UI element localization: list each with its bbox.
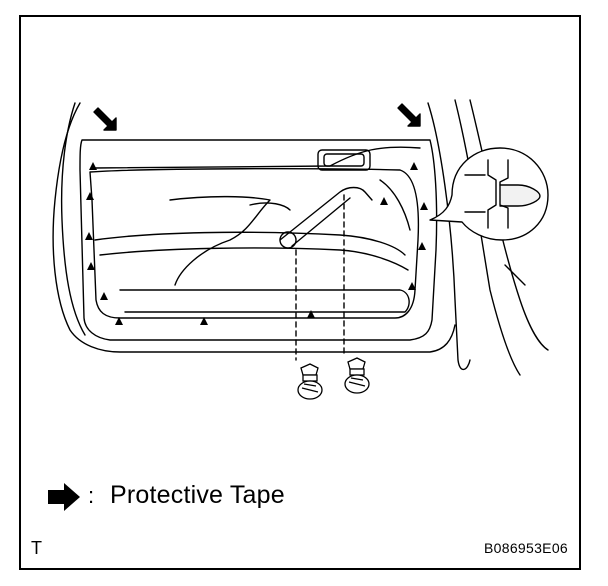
- legend-label: Protective Tape: [110, 481, 285, 509]
- protective-tape-arrow-left: [93, 107, 117, 131]
- door-frame-outline: [52, 102, 456, 353]
- door-trim-outline: [79, 139, 438, 341]
- belt-moulding: [94, 146, 421, 169]
- protective-tape-arrow-right: [397, 103, 421, 127]
- door-frame-inner: [60, 102, 86, 336]
- legend-colon: :: [88, 483, 95, 508]
- armrest: [94, 231, 406, 256]
- door-pocket: [119, 289, 410, 313]
- screw-icon-right: [344, 357, 370, 394]
- clip-markers: [85, 162, 428, 325]
- footer-left-mark: T: [31, 538, 42, 558]
- body-pillar-outer: [454, 99, 521, 376]
- figure-frame: [19, 15, 581, 570]
- body-pillar: [427, 102, 471, 371]
- inner-handle-bezel: [317, 149, 371, 171]
- protective-tape-arrow-icon: [48, 483, 80, 511]
- pull-handle: [279, 186, 373, 241]
- body-edge: [504, 264, 526, 286]
- body-pillar-line: [469, 99, 549, 351]
- figure-code: B086953E06: [484, 540, 568, 556]
- clip-detail-callout: [429, 147, 549, 241]
- door-trim-inner: [89, 167, 420, 319]
- screw-icon-left: [297, 363, 323, 400]
